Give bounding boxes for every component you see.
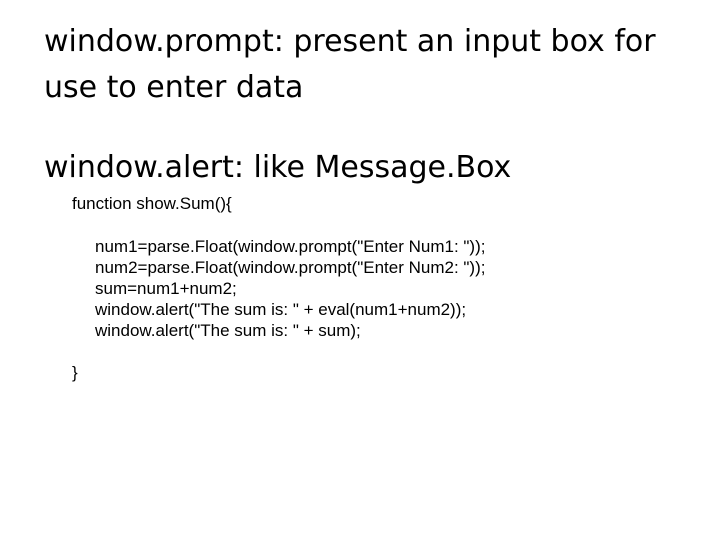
code-line: num1=parse.Float(window.prompt("Enter Nu… — [95, 237, 486, 256]
code-line: window.alert("The sum is: " + sum); — [95, 321, 361, 340]
code-block-body: num1=parse.Float(window.prompt("Enter Nu… — [95, 236, 485, 341]
code-function-close: } — [72, 363, 78, 382]
heading-prompt-line-2: use to enter data — [44, 70, 304, 105]
code-line: window.alert("The sum is: " + eval(num1+… — [95, 300, 467, 319]
code-line: num2=parse.Float(window.prompt("Enter Nu… — [95, 258, 486, 277]
heading-prompt-line-1: window.prompt: present an input box for — [44, 24, 656, 59]
code-line: sum=num1+num2; — [95, 279, 237, 298]
code-function-open: function show.Sum(){ — [72, 194, 232, 213]
heading-alert: window.alert: like Message.Box — [44, 150, 512, 185]
